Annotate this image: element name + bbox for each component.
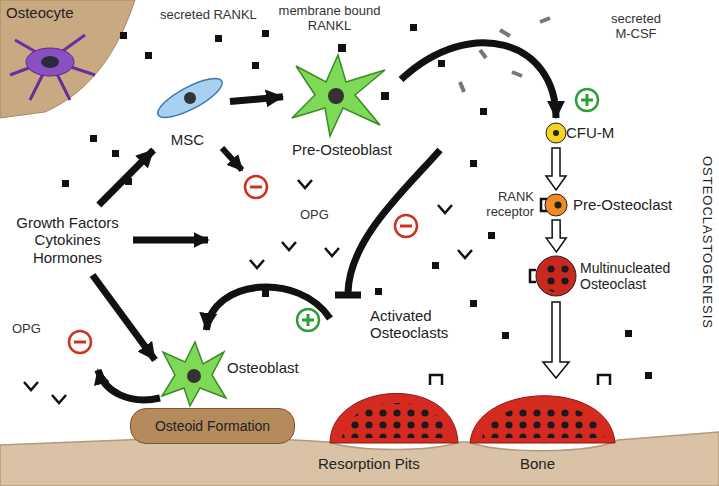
annotation-label: membrane bound RANKL — [272, 4, 387, 34]
rank-receptor — [598, 375, 610, 385]
nucleus — [555, 202, 562, 209]
msc-cell — [153, 71, 227, 124]
inhibition-line — [348, 150, 440, 292]
annotation-label: Bone — [520, 455, 555, 472]
rank-receptor — [430, 375, 442, 385]
node-text: Pre-Osteoblast — [292, 141, 392, 158]
node-text: Multinucleated Osteoclast — [580, 260, 695, 292]
node-text: Activated Osteoclasts — [370, 307, 468, 342]
cfu-m-cell — [546, 123, 566, 143]
plus-sign — [576, 89, 598, 111]
rank-receptor — [530, 270, 536, 282]
osteoblast-opg-arrow — [98, 370, 160, 400]
cell-node: Osteoblast — [155, 330, 302, 405]
pre-osteoclast-cell — [545, 194, 567, 216]
annotation-label: RANK receptor — [478, 190, 534, 220]
nucleus — [41, 56, 59, 68]
connector-arrow — [99, 150, 154, 205]
nucleus — [553, 130, 559, 136]
annotation-label: Resorption Pits — [318, 455, 420, 472]
nuclei — [540, 260, 572, 292]
node-text: Osteoblast — [227, 359, 299, 376]
connector-arrow — [546, 148, 566, 190]
rank-receptor — [541, 199, 547, 211]
membrane-rankl — [381, 92, 389, 100]
nuclei — [342, 403, 448, 438]
stimulus-arrow — [133, 237, 208, 244]
annotation-label: OPG — [12, 322, 41, 337]
opg-particles — [24, 180, 472, 403]
plus-sign — [297, 309, 319, 331]
cell-node: Pre-Osteoblast — [283, 45, 401, 160]
hollow-arrow — [543, 302, 569, 378]
node-text: MSC — [171, 131, 204, 148]
nucleus — [184, 92, 196, 104]
membrane-rankl — [338, 44, 346, 52]
minus-sign — [395, 215, 417, 237]
annotation-label: secreted RANKL — [160, 8, 257, 23]
connector-line — [99, 150, 154, 205]
node-text: Growth Factors Cytokines Hormones — [11, 214, 124, 266]
cell-node: CFU-M — [540, 118, 625, 148]
connector-line — [206, 287, 330, 330]
mcsf-particles — [460, 18, 550, 92]
annotation-label: OPG — [300, 208, 329, 223]
hollow-arrow — [546, 220, 566, 252]
node-text: Osteoid Formation — [155, 418, 270, 434]
annotation-label: secreted M-CSF — [605, 12, 667, 42]
minus-sign — [69, 331, 91, 353]
multinucleated-osteoclast-cell — [536, 256, 576, 296]
connector-line — [401, 43, 556, 118]
hollow-arrow — [546, 148, 566, 190]
osteocyte-cell — [10, 35, 95, 100]
nucleus — [187, 369, 201, 383]
msc-inhibit-arrow — [222, 148, 242, 170]
connector-arrow — [206, 287, 330, 330]
node-text: Osteocyte — [6, 4, 74, 21]
connector-arrow — [230, 97, 283, 102]
vertical-label: OSTEOCLASTOGENESIS — [700, 155, 715, 328]
connector-arrow — [401, 43, 556, 118]
connector-line — [93, 275, 156, 360]
node-text: Pre-Osteoclast — [573, 196, 672, 213]
cell-node: Pre-Osteoclast — [545, 190, 675, 220]
nuclei — [482, 405, 604, 438]
osteoclast-on-bone — [470, 396, 615, 443]
activated-osteoclast — [330, 393, 458, 443]
factor-node: Growth Factors Cytokines Hormones — [5, 205, 130, 275]
minus-sign — [245, 176, 267, 198]
connector-arrow — [546, 220, 566, 252]
connector-line — [230, 97, 283, 102]
cell-node: Activated Osteoclasts — [330, 305, 468, 440]
node-text: CFU-M — [566, 124, 614, 141]
osteoblast-cell — [162, 342, 226, 406]
osteoid-band: Osteoid Formation — [130, 408, 295, 444]
cell-node: MSC — [145, 62, 230, 150]
bone-region — [0, 0, 135, 118]
cell-node: Osteocyte — [0, 0, 115, 100]
osteocyte-cell — [26, 48, 74, 76]
inhibition-bar — [335, 292, 361, 299]
nucleus — [328, 88, 344, 104]
cell-node: Multinucleated Osteoclast — [536, 252, 695, 300]
rankl-particles — [62, 24, 652, 379]
connector-arrow — [93, 275, 156, 360]
pre-osteoblast-cell — [292, 55, 385, 136]
